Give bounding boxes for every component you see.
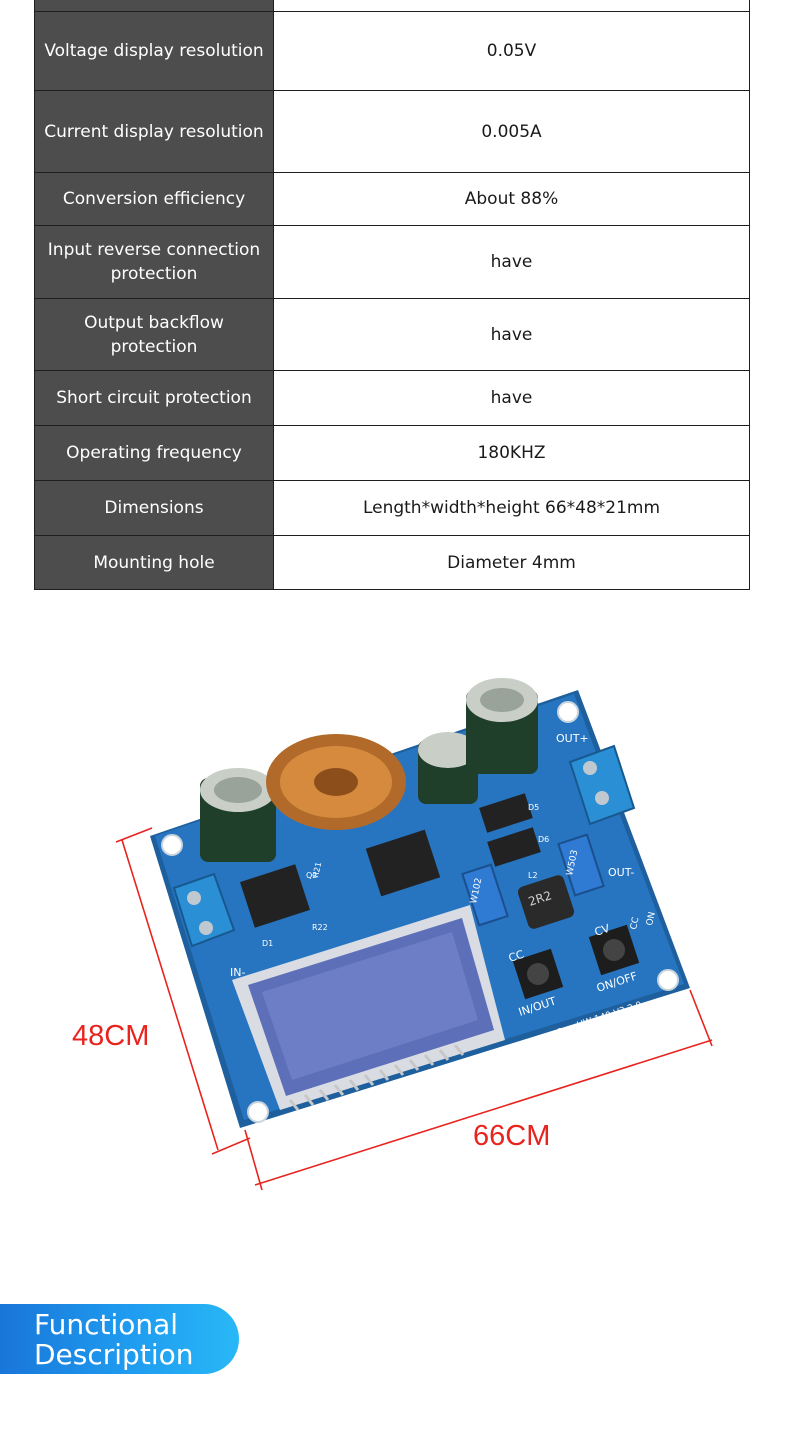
section-heading-badge: Functional Description [0, 1304, 239, 1374]
table-row [34, 0, 750, 12]
power-inductor [517, 875, 575, 929]
table-row: Operating frequency 180KHZ [34, 425, 750, 481]
pcb-board: OUT+ OUT- IN- IN/OUT ON/OFF CC CV HW-140… [150, 678, 690, 1128]
capacitor [466, 678, 538, 774]
table-row: Current display resolution 0.005A [34, 90, 750, 173]
toroid-inductor [266, 734, 406, 830]
table-row: Dimensions Length*width*height 66*48*21m… [34, 480, 750, 536]
d1-marking: D1 [262, 939, 273, 948]
mounting-hole [557, 701, 579, 723]
spec-label: Output backflow protection [34, 298, 274, 371]
q2-marking: Q2 [306, 871, 317, 880]
spec-label: Operating frequency [34, 425, 274, 481]
spec-label: Conversion efficiency [34, 172, 274, 226]
capacitor [200, 768, 276, 862]
spec-label: Current display resolution [34, 90, 274, 173]
section-title: Functional Description [34, 1308, 194, 1371]
product-photo: OUT+ OUT- IN- IN/OUT ON/OFF CC CV HW-140… [115, 678, 713, 1191]
spec-value: About 88% [273, 172, 750, 226]
width-dimension-label: 66CM [473, 1120, 551, 1152]
on-led-marking: ON [645, 911, 658, 927]
out-plus-marking: OUT+ [556, 732, 589, 745]
height-dimension-label: 48CM [72, 1020, 150, 1052]
diode [479, 793, 533, 833]
table-row: Short circuit protection have [34, 370, 750, 426]
spec-value: have [273, 225, 750, 299]
out-minus-marking: OUT- [608, 866, 634, 879]
cc-push-button [512, 948, 564, 1000]
spec-label: Short circuit protection [34, 370, 274, 426]
table-row: Input reverse connection protection have [34, 225, 750, 299]
table-row: Voltage display resolution 0.05V [34, 11, 750, 91]
r22-marking: R22 [312, 923, 328, 932]
cc-led-marking: CC [629, 916, 641, 930]
spec-label: Mounting hole [34, 535, 274, 590]
transistor [240, 864, 310, 928]
inductor-marking: 2R2 [527, 888, 554, 909]
potentiometer [461, 863, 509, 927]
spec-label: Dimensions [34, 480, 274, 536]
mounting-hole [657, 969, 679, 991]
spec-label: Input reverse connection protection [34, 225, 274, 299]
cv-push-button [588, 924, 640, 976]
in-minus-marking: IN- [230, 966, 245, 979]
potentiometer [557, 833, 605, 897]
spec-label [34, 0, 274, 12]
cc-marking: CC [507, 948, 526, 965]
table-row: Conversion efficiency About 88% [34, 172, 750, 226]
capacitor [418, 732, 478, 804]
spec-table: Voltage display resolution 0.05V Current… [34, 0, 750, 590]
dimension-lines [115, 827, 713, 1191]
mounting-hole [161, 834, 183, 856]
spec-label: Voltage display resolution [34, 11, 274, 91]
l2-marking: L2 [528, 871, 538, 880]
cv-marking: CV [593, 922, 612, 939]
spec-value: have [273, 298, 750, 371]
output-terminal [568, 744, 636, 826]
d6-marking: D6 [538, 835, 549, 844]
input-terminal [172, 872, 236, 948]
mounting-hole [247, 1101, 269, 1123]
spec-value: 0.005A [273, 90, 750, 173]
transistor [365, 829, 441, 897]
diode [487, 827, 541, 867]
lcd-display [232, 905, 505, 1110]
spec-value: have [273, 370, 750, 426]
table-row: Output backflow protection have [34, 298, 750, 371]
spec-value: 0.05V [273, 11, 750, 91]
spec-value: Diameter 4mm [273, 535, 750, 590]
d5-marking: D5 [528, 803, 539, 812]
spec-value: 180KHZ [273, 425, 750, 481]
spec-value: Length*width*height 66*48*21mm [273, 480, 750, 536]
r21-marking: R21 [311, 861, 323, 878]
table-row: Mounting hole Diameter 4mm [34, 535, 750, 590]
spec-value [273, 0, 750, 12]
